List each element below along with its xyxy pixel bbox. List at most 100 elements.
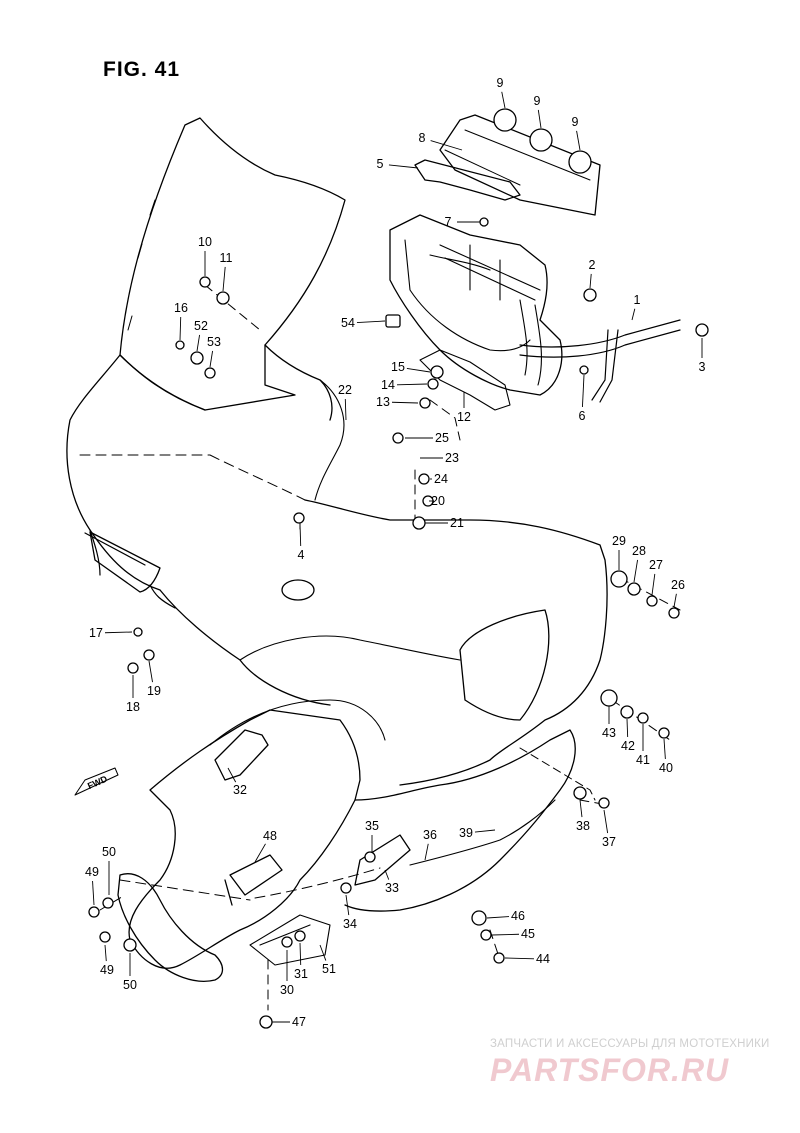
leader-15 [406,367,431,373]
callout-16: 16 [174,301,188,315]
ring-9a [493,108,517,132]
inner-cowl-notch [314,379,345,501]
callout-34: 34 [343,917,357,931]
leader-9 [501,91,506,109]
lower-side-cowl [128,709,361,969]
callout-12: 12 [457,410,471,424]
callout-26: 26 [671,578,685,592]
leader-4 [299,523,302,547]
watermark-logo: PARTSFOR.RU [490,1052,730,1088]
bolt-47 [259,1015,273,1029]
callout-24: 24 [434,472,448,486]
inner-cowl [304,499,608,786]
bolt-30 [281,936,293,948]
leader-1 [631,308,636,321]
fairing-inner-dash [79,454,306,501]
headlight-bracket-inner [404,239,531,352]
watermark-caption: ЗАПЧАСТИ И АКСЕССУАРЫ ДЛЯ МОТОТЕХНИКИ [490,1038,770,1050]
callout-40: 40 [659,761,673,775]
leader-46 [486,916,510,919]
callout-48: 48 [263,829,277,843]
callout-9: 9 [496,76,504,90]
nut-10 [199,276,211,288]
inner-cowl-hole [281,579,315,601]
callout-leaders [92,91,703,1023]
lower-cowl-upper-edge [209,699,386,746]
washer-50-upper [102,897,114,909]
leader-5 [388,164,419,169]
callout-20: 20 [431,494,445,508]
washer-31 [294,930,306,942]
leader-17 [104,631,133,634]
ring-9c [568,150,592,174]
callout-49: 49 [100,963,114,977]
headlight-bracket-tube [439,244,541,301]
callout-43: 43 [602,726,616,740]
leader-27 [651,573,656,596]
callout-11: 11 [219,251,233,265]
headlight-bracket-leg [519,299,542,386]
callout-17: 17 [89,626,103,640]
callout-44: 44 [536,952,550,966]
bolt-13 [419,397,431,409]
screw-49-lower [99,931,111,943]
plate-50 [117,873,224,982]
bolt-26 [668,607,680,619]
callout-53: 53 [207,335,221,349]
callout-45: 45 [521,927,535,941]
callout-46: 46 [511,909,525,923]
ring-9b [529,128,553,152]
headlight-bracket [389,214,563,396]
grommet-25 [392,432,404,444]
screw-4 [293,512,305,524]
washer-41 [637,712,649,724]
callout-23: 23 [445,451,459,465]
callout-42: 42 [621,739,635,753]
lower-right-cowl [344,729,576,912]
callout-22: 22 [338,383,352,397]
fairing-left-vent [89,531,161,593]
leader-28 [633,559,639,583]
leader-16 [179,316,182,341]
bracket-33 [354,834,411,886]
callout-54: 54 [341,316,355,330]
assembly-dash-lines [99,284,681,1011]
callout-9: 9 [533,94,541,108]
callout-30: 30 [280,983,294,997]
fairing-stay-1 [519,319,681,403]
leader-11 [222,266,226,292]
nut-17 [133,627,143,637]
inner-cowl-curve [239,635,461,661]
callout-41: 41 [636,753,650,767]
meter-bracket-5 [414,159,521,201]
fairing-left-edge [84,529,176,609]
leader-37 [603,809,609,834]
callout-19: 19 [147,684,161,698]
leader-39 [474,829,496,833]
washer-54 [204,367,216,379]
lower-right-cowl-dash [519,747,596,801]
callout-1: 1 [633,293,641,307]
clip-34 [340,882,352,894]
callout-49: 49 [85,865,99,879]
screw-18 [127,662,139,674]
bracket-32 [214,729,269,781]
callout-15: 15 [391,360,405,374]
callout-6: 6 [578,409,586,423]
meter-panel-edge [444,129,591,186]
washer-19 [143,649,155,661]
callout-28: 28 [632,544,646,558]
grommet-29 [610,570,628,588]
leader-32 [227,767,237,783]
callout-35: 35 [365,819,379,833]
callout-25: 25 [435,431,449,445]
nut-21 [412,516,426,530]
callout-36: 36 [423,828,437,842]
callout-32: 32 [233,783,247,797]
callout-21: 21 [450,516,464,530]
fwd-arrow [74,767,119,796]
leader-49 [104,944,107,962]
collar-28 [627,582,641,596]
grommet-11 [216,291,230,305]
